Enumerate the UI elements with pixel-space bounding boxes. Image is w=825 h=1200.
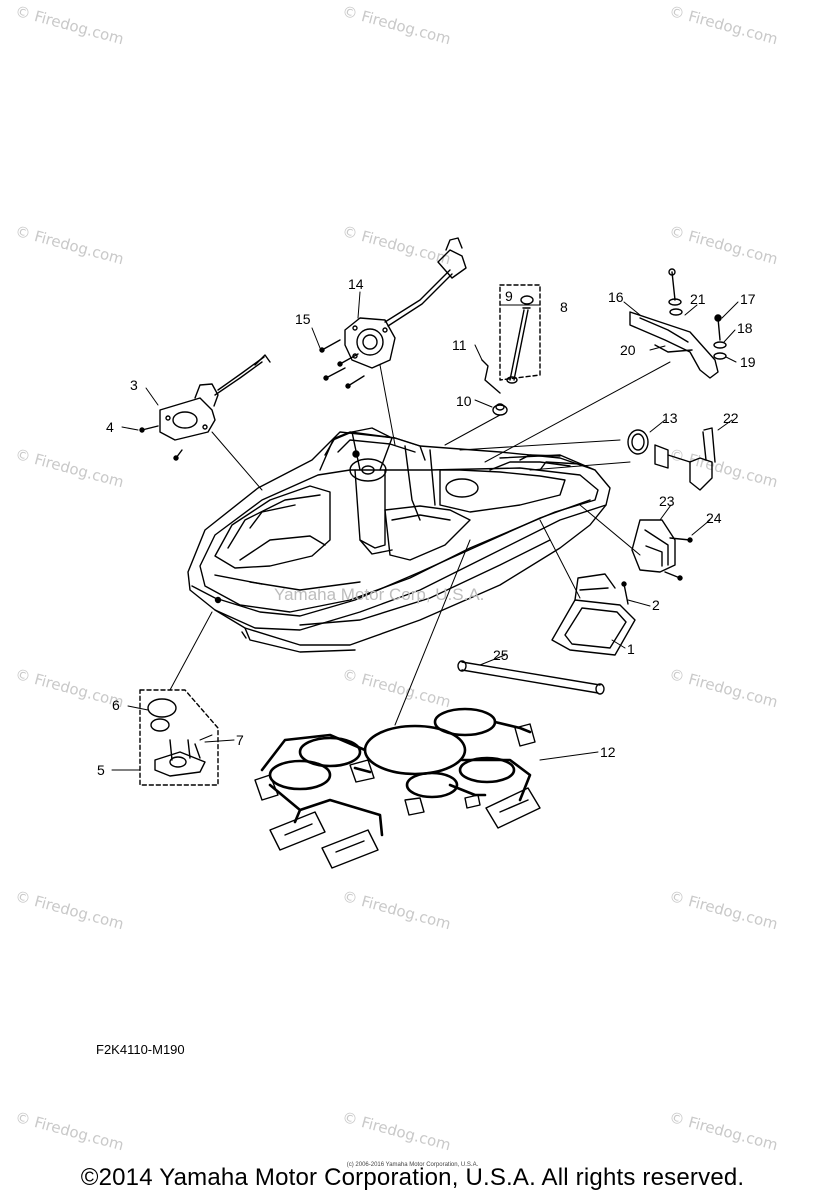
center-watermark: Yamaha Motor Corp, U.S.A.	[274, 585, 484, 604]
part-label-17: 17	[740, 291, 756, 307]
part-label-4: 4	[106, 419, 114, 435]
source-note: (c) 2006-2016 Yamaha Motor Corporation, …	[346, 1162, 479, 1168]
part-label-13: 13	[662, 410, 678, 426]
copyright-notice: ©2014 Yamaha Motor Corporation, U.S.A. A…	[80, 1164, 745, 1191]
part-label-21: 21	[690, 291, 706, 307]
part-2-screw	[623, 583, 629, 605]
part-1-bracket	[551, 573, 636, 656]
part-17-bolts	[668, 268, 727, 360]
part-label-12: 12	[600, 744, 616, 760]
part-label-10: 10	[456, 393, 472, 409]
part-label-6: 6	[112, 697, 120, 713]
part-label-24: 24	[706, 510, 722, 526]
part-labels: 1 2 3 4 5 6 7 8 9 10 11 12 13 14 15 16 1…	[97, 276, 756, 778]
boat-hull	[187, 427, 611, 653]
part-label-23: 23	[659, 493, 675, 509]
part-label-2: 2	[652, 597, 660, 613]
leader-lines	[169, 304, 671, 741]
part-label-7: 7	[236, 732, 244, 748]
part-label-16: 16	[608, 289, 624, 305]
part-13-ring	[627, 429, 649, 455]
part-label-3: 3	[130, 377, 138, 393]
part-11-tube	[481, 359, 501, 394]
part-label-18: 18	[737, 320, 753, 336]
part-label-5: 5	[97, 762, 105, 778]
part-label-25: 25	[493, 647, 509, 663]
part-label-19: 19	[740, 354, 756, 370]
part-label-8: 8	[560, 299, 568, 315]
part-label-1: 1	[627, 641, 635, 657]
part-25-rod	[457, 660, 605, 695]
part-12-harness	[260, 707, 532, 837]
part-label-20: 20	[620, 342, 636, 358]
part-24-bolt	[669, 537, 691, 541]
part-5-assembly	[139, 689, 219, 786]
part-label-11: 11	[452, 337, 467, 353]
part-label-9: 9	[505, 288, 513, 304]
part-4-screw	[141, 425, 159, 431]
diagram-code: F2K4110-M190	[96, 1042, 185, 1057]
part-22-switch	[654, 427, 716, 491]
part-10-grommet	[492, 403, 508, 416]
part-8-assembly	[499, 284, 541, 384]
part-3-sensor	[159, 354, 271, 441]
part-label-22: 22	[723, 410, 739, 426]
label-leaders	[111, 291, 739, 771]
part-23-box	[631, 519, 676, 573]
part-16-handle	[629, 311, 719, 379]
part-14-housing	[344, 237, 467, 369]
part-label-15: 15	[295, 311, 311, 327]
part-label-14: 14	[348, 276, 364, 292]
part-15-screws	[319, 339, 365, 389]
part-12-connectors	[254, 723, 541, 869]
part-6-cap	[147, 698, 177, 718]
